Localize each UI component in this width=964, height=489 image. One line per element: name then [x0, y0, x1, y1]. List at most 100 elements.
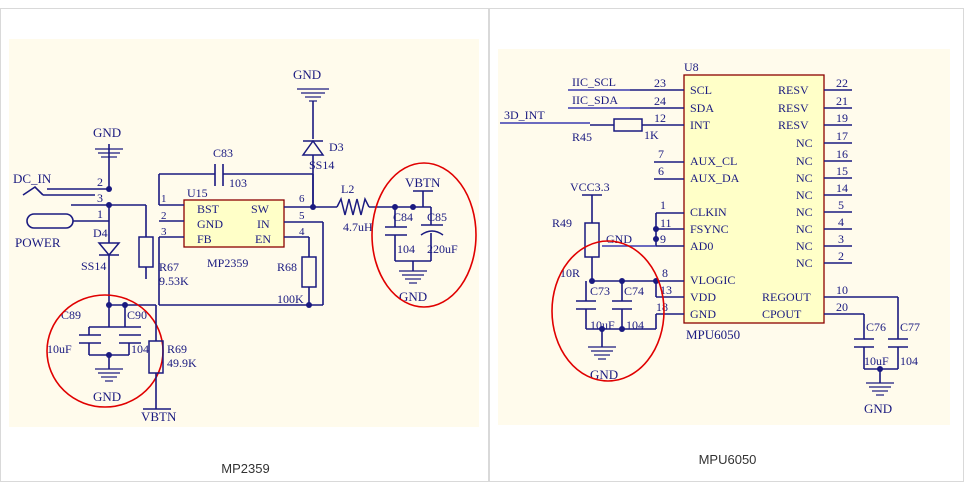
u8-pin-5-name: NC	[796, 205, 813, 219]
r45-label: R45	[572, 130, 592, 144]
r68-label: R68	[277, 260, 297, 274]
u8-pin-regout-name: REGOUT	[762, 290, 811, 304]
u15-pin-bst: BST	[197, 202, 220, 216]
net-3d-int: 3D_INT	[504, 108, 545, 122]
u8-pin-ad0-num: 9	[660, 232, 666, 246]
resistor-r67	[138, 236, 154, 268]
c76-value: 10uF	[864, 354, 889, 368]
c74-label: C74	[624, 284, 644, 298]
r68-value: 100K	[277, 292, 304, 306]
u8-pin-2-num: 2	[838, 249, 844, 263]
u8-pin-15-name: NC	[796, 171, 813, 185]
u15-pinnum-5: 5	[299, 210, 305, 222]
u8-pin-2-name: NC	[796, 256, 813, 270]
u8-pin-clkin-num: 1	[660, 198, 666, 212]
u15-pinnum-1: 1	[161, 193, 167, 205]
resistor-r68	[301, 256, 317, 288]
d3-label: D3	[329, 140, 344, 154]
c74-value: 104	[626, 318, 644, 332]
u8-pin-int-name: INT	[690, 118, 711, 132]
u8-pin-sda-name: SDA	[690, 101, 714, 115]
gnd-top-label: GND	[293, 67, 321, 82]
u8-pin-clkin-name: CLKIN	[690, 205, 727, 219]
net-iic-scl: IIC_SCL	[572, 75, 616, 89]
r49-value: 10R	[560, 266, 580, 280]
c85-label: C85	[427, 210, 447, 224]
u15-pinnum-6: 6	[299, 193, 305, 205]
u8-pin-3-name: NC	[796, 239, 813, 253]
u8-pin-int-num: 12	[654, 111, 666, 125]
c76-label: C76	[866, 320, 886, 334]
c77-label: C77	[900, 320, 920, 334]
u15-label: U15	[187, 186, 208, 200]
left-panel: GND D3 SS14 GND DC_IN POWER 2 3 1 D4	[0, 8, 489, 482]
c85-value: 220uF	[427, 242, 458, 256]
u8-pin-5-num: 5	[838, 198, 844, 212]
u8-pin-scl-num: 23	[654, 76, 666, 90]
u8-pin-sda-num: 24	[654, 94, 666, 108]
d3-value: SS14	[309, 158, 334, 172]
diode-d3	[301, 139, 325, 156]
c90-value: 104	[131, 342, 149, 356]
u8-pin-21-name: RESV	[778, 101, 809, 115]
gnd-right-mpu-label: GND	[864, 401, 892, 416]
u15-pin-sw: SW	[251, 202, 270, 216]
u8-pin-auxda-num: 6	[658, 164, 664, 178]
r45-value: 1K	[644, 128, 659, 142]
c84-value: 104	[397, 242, 415, 256]
net-iic-sda: IIC_SDA	[572, 93, 618, 107]
u8-pin-19-num: 19	[836, 111, 848, 125]
u8-pin-vdd-name: VDD	[690, 290, 716, 304]
right-panel: U8 IIC_SCL IIC_SDA 3D_INT R45 1K 23 SCL …	[489, 8, 964, 482]
highlight-vdd-caps	[551, 240, 665, 382]
c90-label: C90	[127, 308, 147, 322]
highlight-output-caps	[371, 162, 477, 308]
u8-pin-fsync-name: FSYNC	[690, 222, 729, 236]
c83-label: C83	[213, 146, 233, 160]
chip-u15	[183, 199, 285, 248]
chip-u8	[683, 74, 825, 324]
u15-pin-gnd: GND	[197, 217, 223, 231]
u8-label: U8	[684, 60, 699, 74]
mp2359-schematic: GND D3 SS14 GND DC_IN POWER 2 3 1 D4	[13, 67, 477, 424]
u8-pin-14-num: 14	[836, 181, 848, 195]
u8-pin-cpout-num: 20	[836, 300, 848, 314]
u15-pin-in: IN	[257, 217, 270, 231]
u15-part-label: MP2359	[207, 256, 248, 270]
u8-pin-16-num: 16	[836, 147, 848, 161]
u15-pinnum-2: 2	[161, 210, 167, 222]
power-jack	[26, 213, 74, 229]
diode-d4	[97, 242, 121, 257]
u8-pin-19-name: RESV	[778, 118, 809, 132]
resistor-r49	[584, 222, 600, 258]
r67-label: R67	[159, 260, 179, 274]
resistor-r45	[613, 118, 643, 132]
u15-pin-fb: FB	[197, 232, 212, 246]
u8-pin-ad0-name: AD0	[690, 239, 713, 253]
u8-pin-vlogic-num: 8	[662, 266, 668, 280]
r69-label: R69	[167, 342, 187, 356]
c84-label: C84	[393, 210, 413, 224]
u8-left-pins: 23 SCL 24 SDA 12 INT 7 AUX_CL 6 AUX_DA 1…	[654, 76, 740, 321]
inductor-l2	[336, 196, 370, 216]
r49-label: R49	[552, 216, 572, 230]
u8-pin-16-name: NC	[796, 154, 813, 168]
u8-pin-gnd-name: GND	[690, 307, 716, 321]
jack-pin-2: 2	[97, 175, 103, 189]
gnd-ad0-label: GND	[606, 232, 632, 246]
u8-pin-4-num: 4	[838, 215, 844, 229]
caption-mp2359: MP2359	[221, 461, 270, 476]
u8-pin-22-num: 22	[836, 76, 848, 90]
c77-value: 104	[900, 354, 918, 368]
mpu6050-schematic: U8 IIC_SCL IIC_SDA 3D_INT R45 1K 23 SCL …	[500, 60, 920, 416]
u15-pinnum-4: 4	[299, 226, 305, 238]
u8-pin-fsync-num: 11	[660, 216, 672, 230]
u8-pin-3-num: 3	[838, 232, 844, 246]
l2-label: L2	[341, 182, 354, 196]
jack-pin-1: 1	[97, 207, 103, 221]
u15-pinnum-3: 3	[161, 226, 167, 238]
jack-pin-3: 3	[97, 191, 103, 205]
u8-pin-22-name: RESV	[778, 83, 809, 97]
u8-pin-4-name: NC	[796, 222, 813, 236]
r67-value: 9.53K	[159, 274, 189, 288]
